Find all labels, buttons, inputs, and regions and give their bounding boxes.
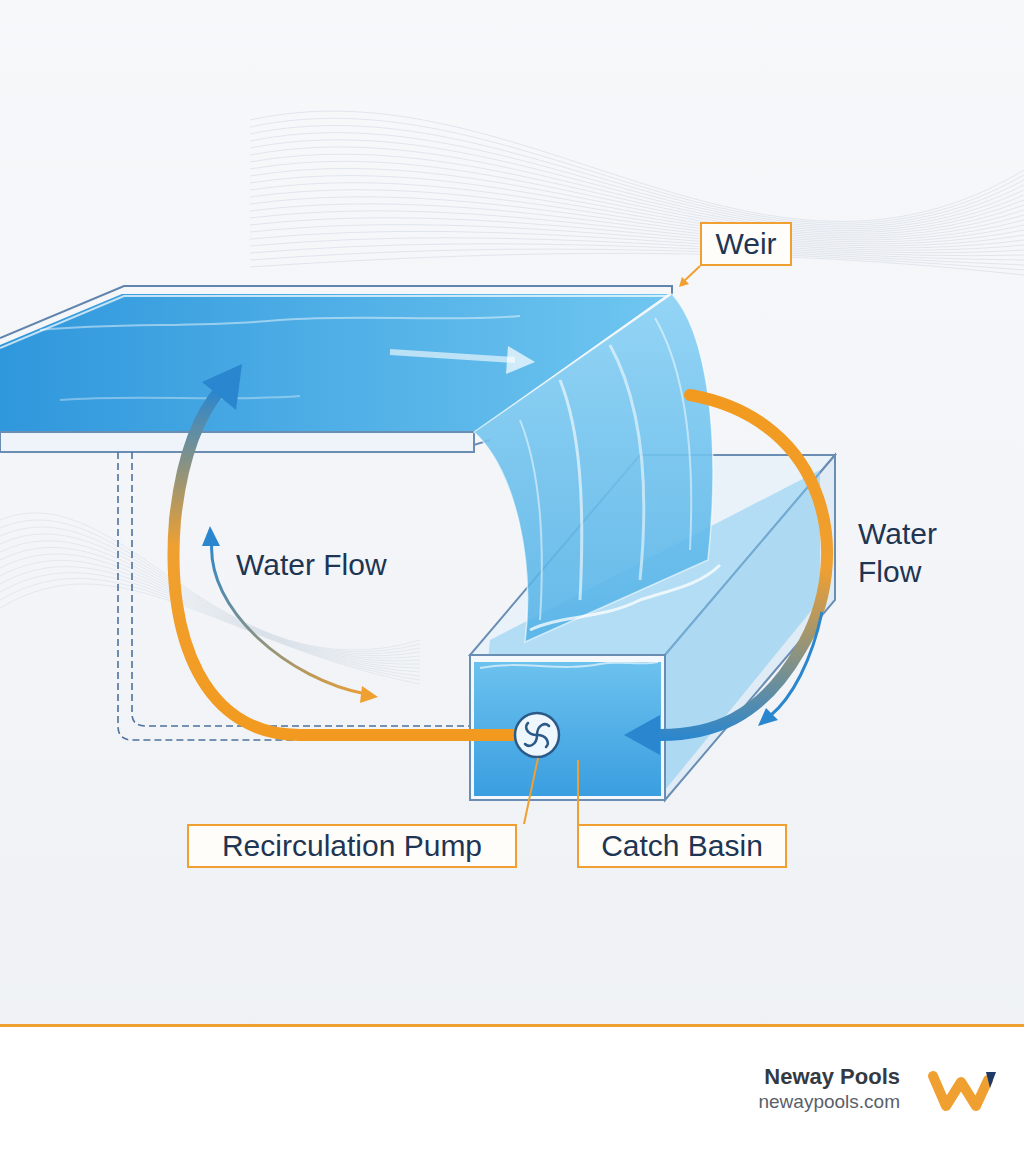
part-label: Recirculation Pump	[222, 829, 482, 863]
water-streak	[560, 380, 582, 600]
surface-flow-arrow	[390, 352, 515, 360]
flow-arrowhead	[202, 526, 220, 546]
basin-front	[470, 655, 665, 800]
label-box: Catch Basin	[577, 824, 787, 868]
brand-text: newaypools.com	[600, 1090, 900, 1114]
part-label: Catch Basin	[601, 829, 763, 863]
footer-band	[0, 1027, 1024, 1154]
flow-arrowhead	[202, 364, 242, 410]
flow-arrowhead	[624, 715, 660, 755]
leader-tip	[679, 277, 689, 287]
recirculation-pump-symbol	[515, 713, 559, 757]
wave-line	[0, 513, 420, 650]
flow-label: Water Flow	[858, 515, 968, 591]
flow-arrowhead	[360, 686, 378, 703]
label-box: Recirculation Pump	[187, 824, 517, 868]
pump-body	[515, 713, 559, 757]
flow-arrowhead	[758, 708, 778, 726]
logo-accent	[986, 1072, 996, 1088]
flow-arrows	[174, 364, 828, 755]
flow-label: Water Flow	[236, 546, 456, 584]
water-ripple	[480, 662, 658, 668]
leader-lines	[524, 266, 700, 824]
water-streak	[610, 345, 644, 580]
wave-line	[0, 573, 420, 676]
splash	[530, 565, 720, 630]
leader-line	[524, 758, 538, 824]
wave-line	[250, 218, 1024, 250]
background-waves	[0, 111, 1024, 684]
wave-line	[250, 253, 1024, 275]
water-ripple	[40, 316, 520, 330]
pool-wall	[0, 432, 474, 452]
pool-rim	[0, 286, 672, 338]
wave-line	[0, 578, 420, 680]
label-box: Weir	[700, 222, 792, 266]
waterfall	[474, 294, 720, 642]
pump-impeller	[525, 723, 549, 747]
water-streak	[655, 318, 691, 550]
wave-line	[250, 111, 1024, 221]
wave-line	[250, 176, 1024, 238]
wave-line	[250, 190, 1024, 242]
water-ripple	[60, 396, 300, 400]
leader-line	[577, 760, 579, 824]
wave-line	[250, 154, 1024, 232]
surface-flow-arrowhead	[506, 346, 535, 374]
brand-text: Neway Pools	[600, 1064, 900, 1090]
pool-rim-inner	[0, 296, 668, 348]
flow-loop-left	[174, 388, 515, 735]
wave-line	[250, 238, 1024, 260]
wave-line	[250, 161, 1024, 234]
wave-line	[250, 249, 1024, 270]
wave-line	[0, 567, 420, 672]
flow-loop-right	[660, 395, 827, 735]
logo-mark	[933, 1076, 988, 1106]
wave-line	[0, 520, 420, 652]
wave-line	[0, 584, 420, 684]
footer-rule	[0, 1024, 1024, 1027]
wave-line	[0, 527, 420, 654]
part-label: Weir	[715, 227, 776, 261]
wave-line	[250, 211, 1024, 248]
pipe-line	[132, 452, 512, 726]
flow-thin-right	[770, 612, 822, 716]
water-streak	[520, 420, 542, 620]
